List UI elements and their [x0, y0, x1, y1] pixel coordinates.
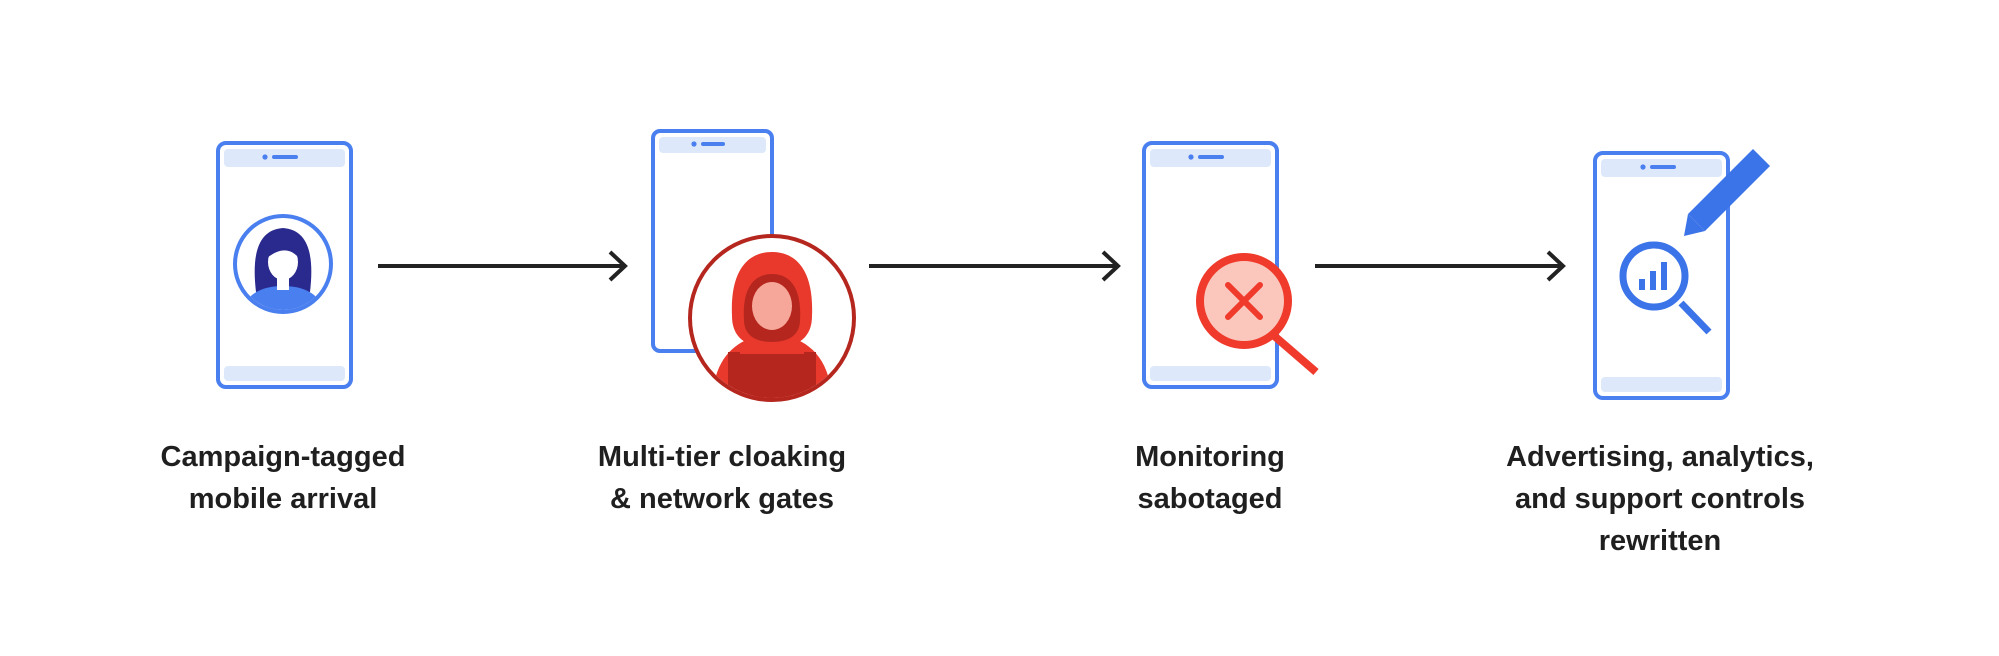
hooded-attacker-icon	[688, 234, 856, 402]
step-2-caption: Multi-tier cloaking & network gates	[522, 436, 922, 520]
step-1-caption-line-2: mobile arrival	[188, 483, 378, 515]
step-1-caption-line-1: Campaign-tagged	[160, 441, 406, 473]
step-3-caption-line-2: sabotaged	[1137, 483, 1283, 515]
step-4-caption-line-2: and support controls	[1515, 483, 1805, 515]
step-4-caption: Advertising, analytics, and support cont…	[1460, 436, 1860, 562]
step-1-caption: Campaign-tagged mobile arrival	[83, 436, 483, 520]
magnifier-error-icon	[1196, 253, 1319, 376]
user-avatar-icon	[233, 214, 333, 314]
step-2-caption-line-1: Multi-tier cloaking	[597, 441, 847, 473]
arrow-1	[378, 250, 628, 282]
arrow-3	[1315, 250, 1566, 282]
step-4-caption-line-3: rewritten	[1598, 525, 1722, 557]
step-3-caption: Monitoring sabotaged	[1010, 436, 1410, 520]
step-2-caption-line-2: & network gates	[610, 483, 834, 515]
arrow-2	[869, 250, 1121, 282]
analytics-edit-icon	[1619, 149, 1770, 335]
step-4-caption-line-1: Advertising, analytics,	[1506, 441, 1814, 473]
step-3-caption-line-1: Monitoring	[1135, 441, 1285, 473]
